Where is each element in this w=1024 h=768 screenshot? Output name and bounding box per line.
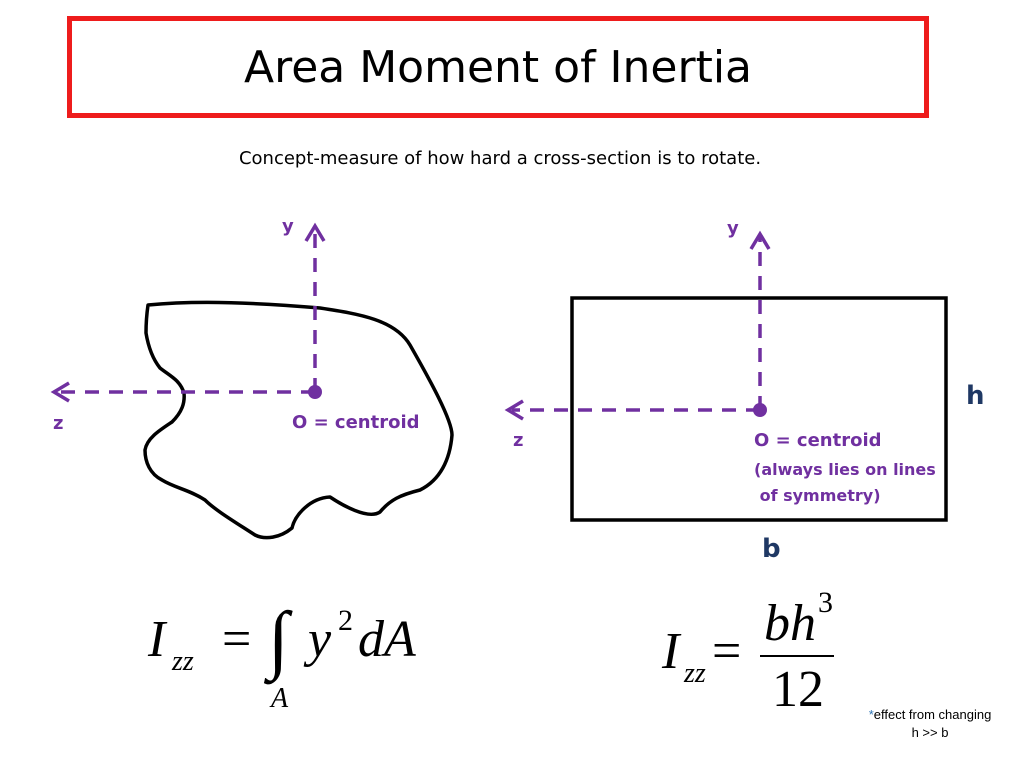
title-box: Area Moment of Inertia [67, 16, 929, 118]
formula-right-subscript: zz [684, 658, 706, 689]
note-asterisk: * [868, 707, 874, 722]
left-centroid-label: O = centroid [292, 412, 420, 433]
formula-right-numerator-power: 3 [818, 586, 833, 619]
right-z-label: z [513, 430, 524, 451]
left-z-arrowhead [50, 381, 70, 403]
subtitle: Concept-measure of how hard a cross-sect… [238, 148, 762, 169]
right-centroid-label: O = centroid [754, 430, 882, 451]
left-z-label: z [53, 413, 64, 434]
formula-left-limit: A [271, 683, 289, 714]
note-line1: effect from changing [873, 707, 992, 722]
formula-right-denominator: 12 [772, 661, 824, 718]
base-label: b [762, 534, 781, 564]
page-title: Area Moment of Inertia [243, 41, 753, 93]
rectangle-cross-section [570, 296, 948, 522]
formula-left-power: 2 [338, 604, 353, 637]
left-y-arrowhead [304, 222, 326, 242]
formula-left-integrand: y [308, 611, 332, 668]
note-line2: h >> b [911, 725, 949, 741]
height-label: h [966, 381, 985, 411]
formula-left-symbol: I [148, 611, 166, 668]
right-centroid-dot [753, 403, 767, 417]
centroid-note-line1: (always lies on lines [754, 460, 936, 479]
effect-note: *effect from changing h >> b [842, 706, 1018, 742]
right-y-arrowhead [749, 230, 771, 250]
right-z-arrowhead [504, 399, 524, 421]
formula-left-equals: = [222, 611, 252, 668]
formula-right-numerator: bh [764, 595, 816, 652]
formula-left-differential: dA [358, 611, 416, 668]
formula-left-subscript: zz [172, 646, 194, 677]
formula-right-symbol: I [662, 623, 680, 680]
formula-left-integral: ∫ [268, 597, 289, 681]
formula-right-equals: = [712, 623, 742, 680]
right-y-label: y [727, 218, 739, 239]
left-y-label: y [282, 216, 294, 237]
left-centroid-dot [308, 385, 322, 399]
centroid-note-line2: of symmetry) [754, 486, 881, 505]
